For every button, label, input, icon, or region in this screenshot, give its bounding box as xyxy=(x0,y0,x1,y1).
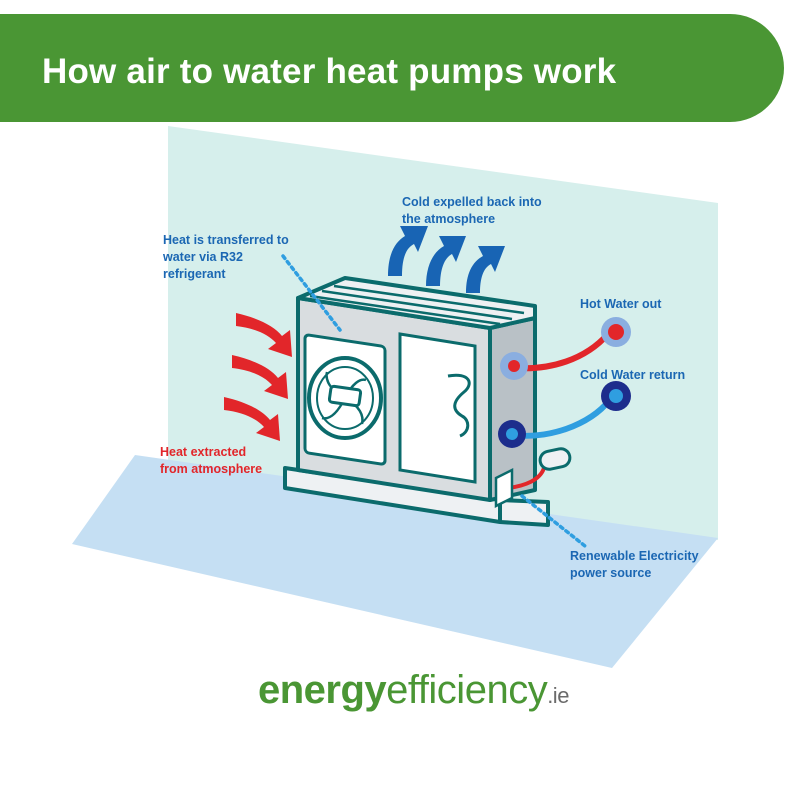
cold-water-return-label: Cold Water return xyxy=(580,368,686,382)
fan-icon xyxy=(303,333,387,466)
heat-extracted-label: Heat extracted from atmosphere xyxy=(160,445,263,476)
energyefficiency-logo: energyefficiency.ie xyxy=(258,668,569,712)
title-banner xyxy=(0,14,784,122)
blue-up-arrow-icon xyxy=(388,226,505,293)
floor-panel xyxy=(72,455,718,668)
cold-expelled-label: Cold expelled back into the atmosphere xyxy=(402,195,542,226)
red-curved-arrow-icon xyxy=(224,313,292,441)
page-title: How air to water heat pumps work xyxy=(42,52,617,91)
cable-gland xyxy=(538,447,572,471)
refrigerant-leader xyxy=(281,254,342,332)
renewable-leader xyxy=(520,494,587,548)
renewable-electricity-label: Renewable Electricity power source xyxy=(570,549,699,580)
heat-transferred-label: Heat is transferred to water via R32 ref… xyxy=(163,233,289,281)
electrical-box xyxy=(494,467,514,509)
unit-panel xyxy=(398,332,477,484)
hot-water-out-label: Hot Water out xyxy=(580,297,662,311)
